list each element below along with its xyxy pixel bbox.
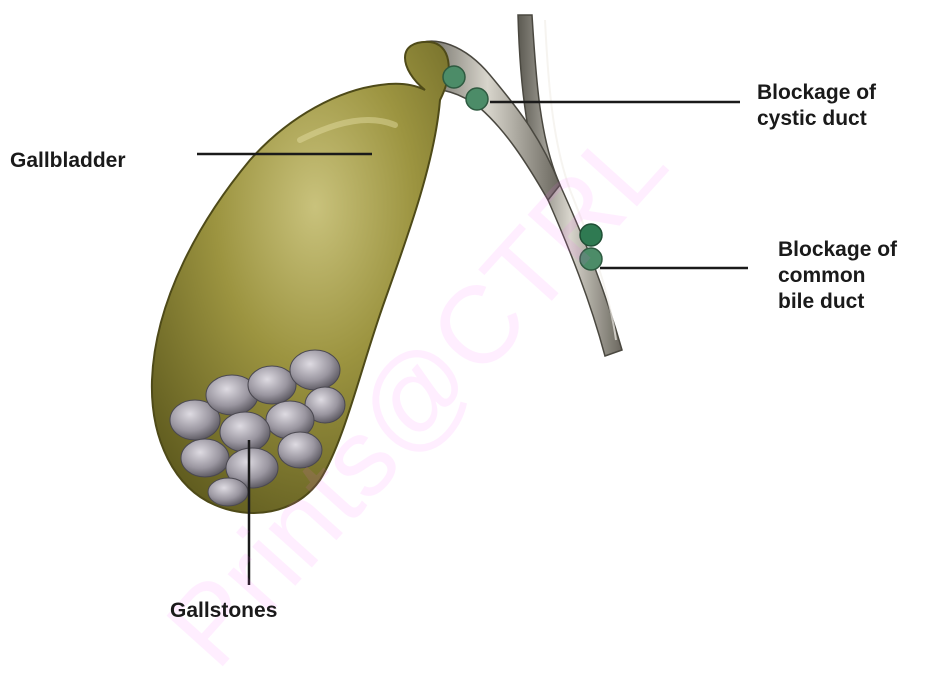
gallstone — [220, 412, 270, 452]
label-line: bile duct — [778, 289, 897, 315]
common-bile-duct — [518, 15, 622, 356]
blockage-marker-cystic — [466, 88, 488, 110]
blockage-marker-common — [580, 248, 602, 270]
label-line: Blockage of — [757, 80, 876, 106]
label-gallstones: Gallstones — [170, 598, 277, 624]
blockage-marker-cystic — [443, 66, 465, 88]
gallstone — [248, 366, 296, 404]
label-line: Blockage of — [778, 237, 897, 263]
label-cystic-duct-blockage: Blockage of cystic duct — [757, 80, 876, 132]
diagram-canvas: Prints@CTRL Gallbladder Gallstones Block… — [0, 0, 942, 626]
label-line: common — [778, 263, 897, 289]
label-line: cystic duct — [757, 106, 876, 132]
gallstone — [290, 350, 340, 390]
label-gallbladder: Gallbladder — [10, 148, 126, 174]
gallstone — [278, 432, 322, 468]
gallstone — [181, 439, 229, 477]
label-common-bile-duct-blockage: Blockage of common bile duct — [778, 237, 897, 315]
gallstone — [208, 478, 248, 506]
blockage-marker-common — [580, 224, 602, 246]
